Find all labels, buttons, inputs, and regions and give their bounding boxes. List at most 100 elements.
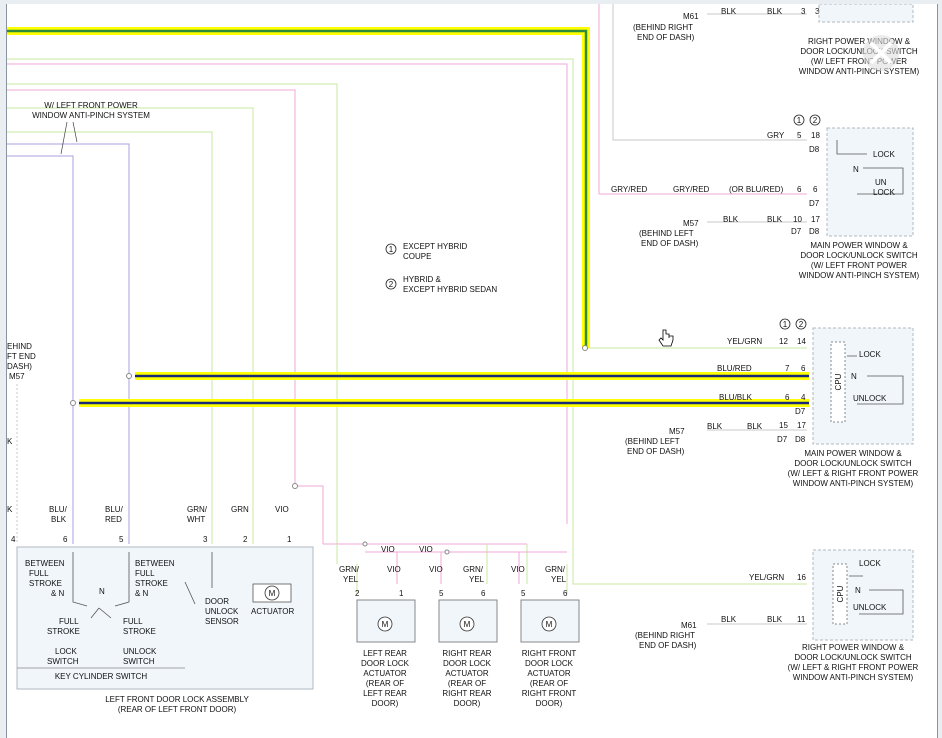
actuator-motor-icon — [264, 585, 280, 601]
rf-wire-b1: GRN/ — [545, 565, 566, 574]
actuator-left-rear: GRN/ YEL VIO 2 1 M LEFT REAR DOOR LOCK A… — [339, 565, 416, 708]
main-power-window-switch-1: 1 2 GRY 5 18 D8 LOCK N UN LOCK GRY/RED G… — [611, 114, 920, 280]
top-ground-wire1: BLK — [721, 7, 737, 16]
main2-pin3a: 6 — [785, 393, 790, 402]
main2-gnd-line1: (BEHIND LEFT — [625, 437, 680, 446]
main1-wire2c: (OR BLU/RED) — [729, 185, 784, 194]
main2-conn4b: D8 — [795, 435, 806, 444]
main2-lock: LOCK — [859, 350, 881, 359]
lr-line5: LEFT REAR — [363, 689, 407, 698]
left-ground-id: M57 — [9, 372, 25, 381]
lr-line6: DOOR) — [372, 699, 399, 708]
between2-line3: STROKE — [135, 579, 168, 588]
main2-c1: 1 — [783, 320, 788, 329]
main2-pin1a: 12 — [779, 337, 788, 346]
rpwb-gnd-line1: (BEHIND RIGHT — [635, 631, 695, 640]
main1-lock: LOCK — [873, 150, 895, 159]
main1-wire3a: BLK — [723, 215, 739, 224]
main2-pin4b: 17 — [797, 421, 806, 430]
rpwb-wire2b: BLK — [767, 615, 783, 624]
rpwb-gnd-line2: END OF DASH) — [639, 641, 697, 650]
between1-line1: BETWEEN — [25, 559, 65, 568]
wiring-diagram: 1 EXCEPT HYBRID COUPE 2 HYBRID & EXCEPT … — [7, 4, 920, 714]
main2-line2: DOOR LOCK/UNLOCK SWITCH — [794, 459, 912, 468]
lr-line1: LEFT REAR — [363, 649, 407, 658]
main2-pin4a: 15 — [779, 421, 788, 430]
rf-line4: (REAR OF — [530, 679, 568, 688]
rr-pin-b: 6 — [481, 589, 486, 598]
rr-motor-icon — [459, 616, 475, 632]
main2-wire4b: BLK — [747, 422, 763, 431]
rf-wire-a: VIO — [511, 565, 525, 574]
lr-pin-b: 1 — [399, 589, 404, 598]
rpw-top-line3: (W/ LEFT FRONT POWER — [811, 57, 907, 66]
main1-wire3b: BLK — [767, 215, 783, 224]
close-overlay-button[interactable] — [863, 35, 899, 71]
close-icon[interactable] — [869, 41, 893, 65]
lr-line4: (REAR OF — [366, 679, 404, 688]
unlock-switch-line2: SWITCH — [123, 657, 155, 666]
vio-bus-2: VIO — [419, 545, 433, 554]
note-line1: W/ LEFT FRONT POWER — [44, 101, 138, 110]
full1-line1: FULL — [59, 617, 79, 626]
main2-gnd: M57 — [669, 427, 685, 436]
legend: 1 EXCEPT HYBRID COUPE 2 HYBRID & EXCEPT … — [385, 242, 497, 294]
rr-line4: (REAR OF — [448, 679, 486, 688]
legend-item2-line1: HYBRID & — [403, 275, 441, 284]
rpwb-cpu: CPU — [836, 585, 845, 602]
pin-vio: 1 — [287, 535, 292, 544]
lock-switch-line1: LOCK — [55, 647, 77, 656]
legend-item1-line1: EXCEPT HYBRID — [403, 242, 468, 251]
top-ground-id: M61 — [683, 12, 699, 21]
pin-grnwht: 3 — [203, 535, 208, 544]
left-ground-k1: K — [7, 437, 13, 446]
main2-wire2: BLU/RED — [717, 364, 752, 373]
main-power-window-switch-2: 1 2 YEL/GRN 12 14 BLU/RED 7 6 BLU/BLK 6 … — [625, 318, 919, 488]
main1-pin2a: 6 — [797, 185, 802, 194]
main1-line3: (W/ LEFT FRONT POWER — [811, 261, 907, 270]
main2-wire4a: BLK — [707, 422, 723, 431]
rr-line5: RIGHT REAR — [442, 689, 491, 698]
hand-cursor-icon — [658, 329, 674, 347]
rf-pin-a: 5 — [521, 589, 526, 598]
left-ground: EHIND FT END DASH) M57 K K 4 — [7, 342, 36, 544]
main2-line3: (W/ LEFT & RIGHT FRONT POWER — [788, 469, 919, 478]
lr-wire-a1: GRN/ — [339, 565, 360, 574]
wire-grnwht-1: GRN/ — [187, 505, 208, 514]
left-ground-line3: DASH) — [7, 362, 32, 371]
rf-line1: RIGHT FRONT — [522, 649, 577, 658]
rpw-top-line4: WINDOW ANTI-PINCH SYSTEM) — [799, 67, 920, 76]
legend-item2-line2: EXCEPT HYBRID SEDAN — [403, 285, 497, 294]
left-ground-k2: K — [7, 505, 13, 514]
wire-blured-1: BLU/ — [105, 505, 124, 514]
wiring-diagram-canvas: 1 EXCEPT HYBRID COUPE 2 HYBRID & EXCEPT … — [6, 4, 938, 738]
main1-pin2b: 6 — [813, 185, 818, 194]
assembly-title-line2: (REAR OF LEFT FRONT DOOR) — [118, 705, 237, 714]
top-ground-pin1: 3 — [801, 7, 806, 16]
lock-switch-line2: SWITCH — [47, 657, 79, 666]
rpwb-pin1: 16 — [797, 573, 806, 582]
rpw-top-line1: RIGHT POWER WINDOW & — [808, 37, 911, 46]
main2-conn4a: D7 — [777, 435, 788, 444]
main1-pin3b: 17 — [811, 215, 820, 224]
rf-line5: RIGHT FRONT — [522, 689, 577, 698]
main1-line1: MAIN POWER WINDOW & — [810, 241, 908, 250]
between2-line4: & N — [135, 589, 149, 598]
rpwb-lock: LOCK — [859, 559, 881, 568]
lr-pin-a: 2 — [355, 589, 360, 598]
rpwb-line3: (W/ LEFT & RIGHT FRONT POWER — [788, 663, 919, 672]
rf-line6: DOOR) — [536, 699, 563, 708]
lr-motor-icon — [377, 616, 393, 632]
main1-conn1: D8 — [809, 145, 820, 154]
left-ground-line2: FT END — [7, 352, 36, 361]
main1-pin1b: 18 — [811, 131, 820, 140]
main2-line1: MAIN POWER WINDOW & — [804, 449, 902, 458]
key-switch-n: N — [99, 587, 105, 596]
rr-pin-a: 5 — [439, 589, 444, 598]
rpwb-pin2: 11 — [797, 615, 806, 624]
main2-wire1: YEL/GRN — [727, 337, 762, 346]
main2-gnd-line2: END OF DASH) — [627, 447, 685, 456]
main1-conn3a: D7 — [791, 227, 802, 236]
legend-num-2: 2 — [389, 280, 394, 289]
